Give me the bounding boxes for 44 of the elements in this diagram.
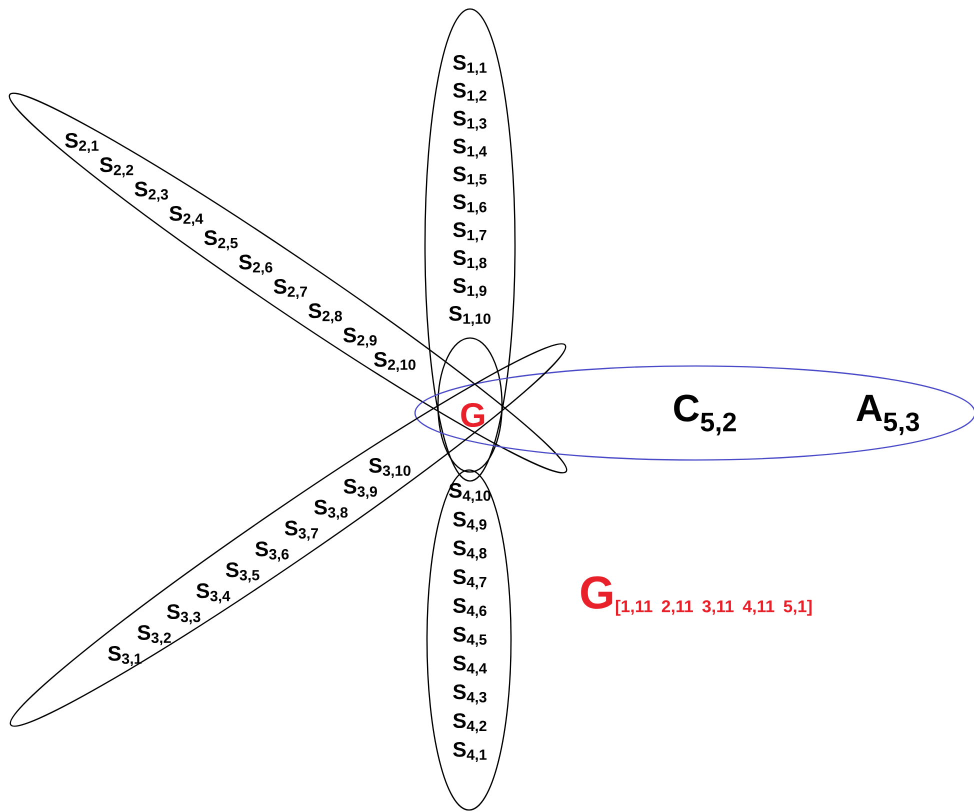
vertex-label: S$_{2,6}$ bbox=[239, 254, 272, 275]
vertex-label: S$_{4,10}$ bbox=[449, 482, 490, 504]
vertex-label: S$_{3,2}$ bbox=[138, 625, 171, 646]
vertex-label: S$_{4,9}$ bbox=[453, 512, 486, 532]
vertex-label: S$_{2,4}$ bbox=[169, 206, 204, 226]
vertex-label: S$_{3,1}$ bbox=[108, 646, 142, 666]
vertex-label: S$_{1,5}$ bbox=[453, 166, 487, 187]
vertex-label: S$_{2,5}$ bbox=[204, 230, 238, 250]
vertex-label: S$_{1,3}$ bbox=[453, 110, 486, 131]
vertex-label: S$_{4,6}$ bbox=[453, 598, 486, 618]
vertex-label: A$_{5,3}$ bbox=[856, 394, 919, 436]
vertex-label: C$_{5,2}$ bbox=[674, 394, 736, 436]
vertex-label: G bbox=[461, 402, 484, 428]
vertex-label: S$_{2,2}$ bbox=[100, 157, 134, 178]
vertex-label: S$_{3,9}$ bbox=[344, 478, 377, 499]
vertex-label: S$_{2,1}$ bbox=[65, 132, 99, 154]
vertex-label: S$_{3,8}$ bbox=[314, 500, 348, 520]
vertex-label: S$_{3,7}$ bbox=[284, 520, 318, 541]
vertex-label: S$_{1,6}$ bbox=[453, 194, 486, 214]
vertex-label: S$_{2,10}$ bbox=[374, 352, 416, 372]
vertex-label: S$_{1,10}$ bbox=[449, 306, 490, 326]
vertex-label: S$_{3,5}$ bbox=[226, 562, 260, 582]
vertex-label: S$_{4,7}$ bbox=[453, 569, 486, 590]
vertex-label: S$_{4,1}$ bbox=[453, 742, 487, 762]
vertex-label: S$_{1,9}$ bbox=[453, 278, 486, 298]
vertex-label: S$_{2,7}$ bbox=[274, 278, 307, 300]
vertex-label: S$_{1,7}$ bbox=[453, 222, 486, 242]
vertex-label: S$_{3,6}$ bbox=[255, 542, 289, 562]
vertex-label: S$_{3,10}$ bbox=[369, 458, 410, 478]
vertex-label: S$_{4,5}$ bbox=[453, 626, 487, 647]
vertex-label: S$_{1,8}$ bbox=[453, 250, 487, 270]
vertex-label: S$_{2,9}$ bbox=[343, 328, 377, 348]
vertex-label: S$_{1,2}$ bbox=[453, 82, 486, 103]
vertex-label: S$_{2,8}$ bbox=[308, 303, 342, 324]
vertex-label: S$_{1,4}$ bbox=[453, 138, 487, 159]
vertex-label: S$_{3,4}$ bbox=[196, 583, 230, 604]
vertex-label: S$_{4,3}$ bbox=[453, 684, 486, 704]
vertex-label: S$_{1,1}$ bbox=[453, 54, 487, 76]
vertex-label: S$_{2,3}$ bbox=[134, 182, 168, 202]
set-label: $\text{\bfseries G}_{\text{\bfseries [1,11\enspace 2,11\enspace 3,11\enspace 4,11\enspace 5,1]}}$ bbox=[581, 576, 812, 616]
vertex-label: S$_{4,2}$ bbox=[453, 713, 486, 734]
vertex-label: S$_{4,4}$ bbox=[453, 656, 487, 676]
vertex-label: S$_{3,3}$ bbox=[167, 604, 200, 624]
vertex-label: S$_{4,8}$ bbox=[453, 540, 487, 561]
